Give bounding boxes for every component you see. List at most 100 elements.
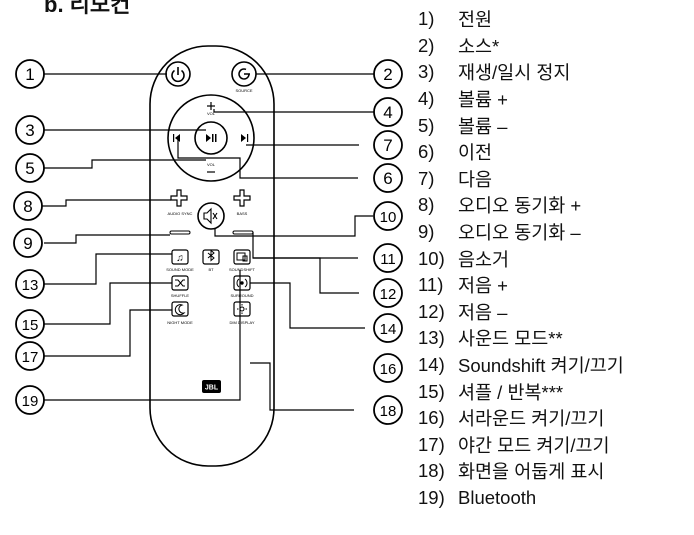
play-pause-icon bbox=[206, 134, 217, 142]
leader-lines bbox=[42, 73, 375, 411]
play-pause-button[interactable] bbox=[194, 121, 228, 155]
dim-display-label: DIM DISPLAY bbox=[229, 320, 254, 325]
legend-number: 18) bbox=[418, 460, 445, 482]
legend-item: 17) 야간 모드 켜기/끄기 bbox=[418, 432, 624, 459]
next-icon[interactable] bbox=[241, 134, 249, 142]
mute-button[interactable] bbox=[197, 202, 225, 230]
sound-mode-button[interactable] bbox=[171, 249, 189, 265]
legend-number: 19) bbox=[418, 486, 445, 508]
night-mode-button[interactable] bbox=[171, 301, 189, 317]
legend-text: 오디오 동기화 + bbox=[458, 195, 582, 217]
dpad-ring bbox=[167, 94, 255, 182]
vol-label-bottom: VOL bbox=[207, 162, 216, 167]
legend-number: 9) bbox=[418, 221, 435, 243]
callout-circle bbox=[13, 228, 43, 258]
soundshift-icon bbox=[236, 252, 248, 262]
callout-number: 15 bbox=[22, 317, 39, 334]
legend-text: 음소거 bbox=[458, 248, 510, 270]
surround-icon bbox=[236, 278, 248, 288]
bluetooth-icon bbox=[207, 249, 215, 262]
callout-circle bbox=[373, 395, 403, 425]
callout-number: 5 bbox=[25, 159, 34, 178]
legend-item: 6)이전 bbox=[418, 139, 624, 166]
legend-number: 8) bbox=[418, 194, 435, 216]
callout-circle bbox=[15, 269, 45, 299]
legend-item: 15)셔플 / 반복*** bbox=[418, 378, 624, 405]
legend-number: 15) bbox=[418, 380, 445, 402]
legend-number: 4) bbox=[418, 88, 435, 110]
callout-circle bbox=[373, 278, 403, 308]
callout-number: 2 bbox=[383, 65, 392, 84]
audio-sync-plus-button[interactable] bbox=[170, 189, 188, 207]
legend-number: 1) bbox=[418, 8, 435, 30]
legend-item: 1)전원 bbox=[418, 6, 624, 33]
callout-number: 16 bbox=[380, 361, 397, 378]
callout-circle bbox=[15, 341, 45, 371]
jbl-logo bbox=[202, 380, 221, 393]
legend-text: 사운드 모드** bbox=[458, 328, 563, 350]
legend-item: 10) 음소거 bbox=[418, 245, 624, 272]
callout-number: 17 bbox=[22, 349, 39, 366]
callout-number: 10 bbox=[380, 209, 397, 226]
legend-text: 소스* bbox=[458, 35, 500, 57]
legend-text: 화면을 어둡게 표시 bbox=[458, 461, 605, 483]
callout-circle bbox=[373, 313, 403, 343]
callout-number: 12 bbox=[380, 286, 397, 303]
soundshift-label: SOUNDSHIFT bbox=[229, 267, 256, 272]
legend-number: 2) bbox=[418, 34, 435, 56]
power-icon bbox=[171, 67, 185, 83]
legend-number: 7) bbox=[418, 167, 435, 189]
legend-item: 9)오디오 동기화 – bbox=[418, 219, 624, 246]
legend-item: 3)재생/일시 정지 bbox=[418, 59, 624, 86]
callout-number: 14 bbox=[380, 321, 397, 338]
legend-item: 16)서라운드 켜기/끄기 bbox=[418, 405, 624, 432]
figure-title: b. 리모컨 bbox=[44, 0, 131, 17]
bass-plus-button[interactable] bbox=[233, 189, 251, 207]
callout-number: 19 bbox=[22, 393, 39, 410]
callout-circle bbox=[15, 385, 45, 415]
callout-number: 9 bbox=[23, 234, 32, 253]
previous-icon[interactable] bbox=[173, 134, 180, 142]
callout-circle bbox=[15, 153, 45, 183]
legend-item: 2) 소스* bbox=[418, 33, 624, 60]
remote-body bbox=[149, 45, 275, 467]
legend-number: 17) bbox=[418, 433, 445, 455]
legend-number: 14) bbox=[418, 354, 445, 376]
audio-sync-minus-button[interactable] bbox=[169, 230, 191, 235]
callout-circle bbox=[373, 201, 403, 231]
legend-number: 10) bbox=[418, 247, 445, 269]
callout-number: 13 bbox=[22, 277, 39, 294]
callout-number: 18 bbox=[380, 403, 397, 420]
legend-item: 18) 화면을 어둡게 표시 bbox=[418, 458, 624, 485]
shuffle-label: SHUFFLE bbox=[171, 293, 190, 298]
legend-text: Bluetooth bbox=[458, 486, 537, 508]
legend-text: 이전 bbox=[458, 142, 493, 164]
legend-item: 14)Soundshift 켜기/끄기 bbox=[418, 352, 624, 379]
callout-number: 6 bbox=[383, 169, 392, 188]
legend-text: 야간 모드 켜기/끄기 bbox=[458, 434, 610, 456]
legend-item: 11)저음 + bbox=[418, 272, 624, 299]
dim-display-button[interactable] bbox=[233, 301, 251, 317]
legend-number: 11) bbox=[418, 274, 444, 296]
source-icon bbox=[238, 68, 250, 80]
legend-item: 19) Bluetooth bbox=[418, 485, 624, 512]
callout-number: 3 bbox=[25, 121, 34, 140]
callout-circle bbox=[373, 243, 403, 273]
bass-minus-button[interactable] bbox=[232, 230, 254, 235]
bt-label: BT bbox=[208, 267, 214, 272]
callout-circle bbox=[15, 309, 45, 339]
legend-item: 4) 볼륨 + bbox=[418, 86, 624, 113]
night-mode-label: NIGHT MODE bbox=[167, 320, 193, 325]
legend-text: 볼륨 + bbox=[458, 89, 508, 111]
callout-circle bbox=[15, 115, 45, 145]
bass-label: BASS bbox=[237, 211, 248, 216]
sound-mode-icon: ♫ bbox=[176, 253, 184, 264]
legend-item: 13)사운드 모드** bbox=[418, 325, 624, 352]
callout-circle bbox=[373, 353, 403, 383]
volume-up-button[interactable] bbox=[207, 102, 215, 110]
surround-label: SURROUND bbox=[230, 293, 253, 298]
soundshift-button[interactable] bbox=[233, 249, 251, 265]
legend-number: 16) bbox=[418, 407, 445, 429]
